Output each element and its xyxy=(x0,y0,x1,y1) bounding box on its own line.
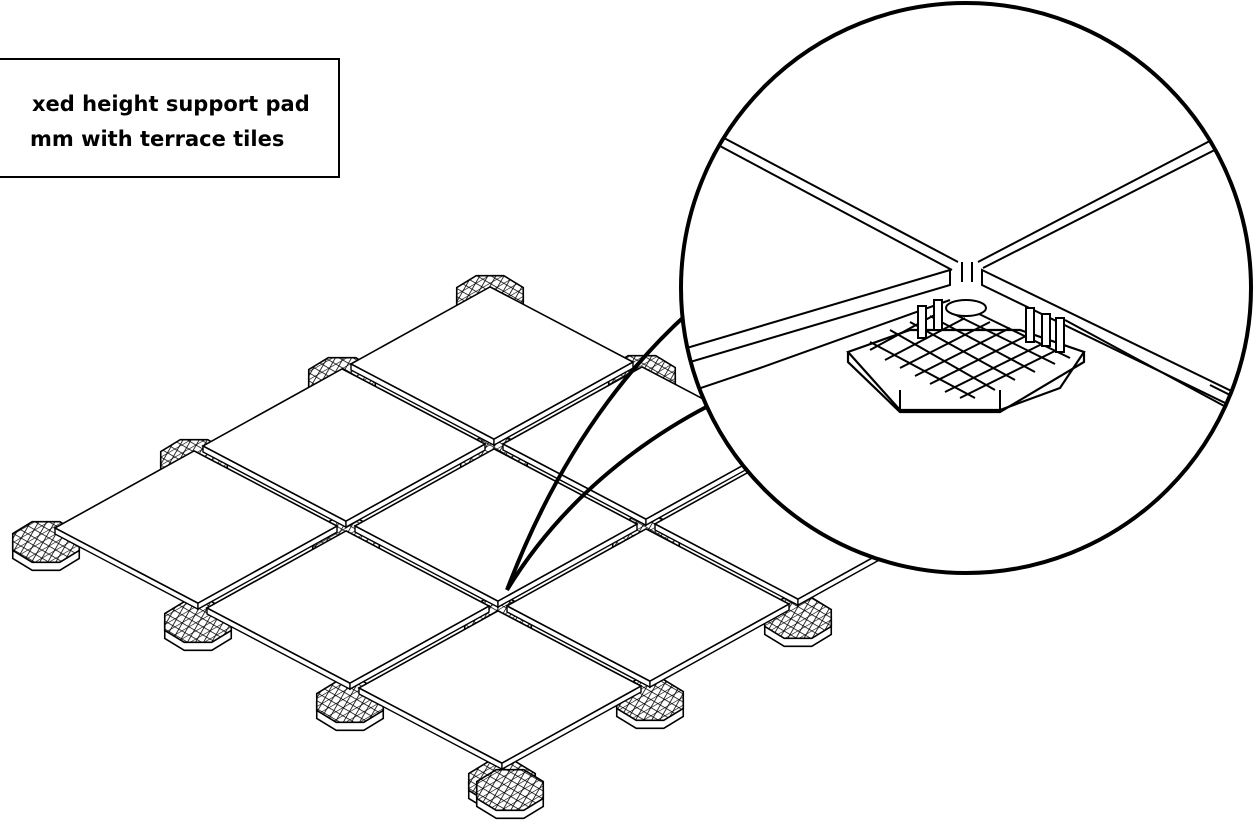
detail-support-pad xyxy=(846,299,1086,414)
terrace-tile xyxy=(357,609,643,771)
terrace-tiles xyxy=(53,285,939,771)
caption-line-1: xed height support pad xyxy=(32,92,310,116)
terrace-tile xyxy=(353,447,639,609)
detail-magnifier xyxy=(679,1,1253,575)
terrace-tile xyxy=(53,449,339,611)
terrace-tile xyxy=(505,527,791,689)
detail-view-content xyxy=(681,119,1251,421)
loose-support-pad xyxy=(475,768,545,820)
caption-box: xed height support pad mm with terrace t… xyxy=(0,58,340,178)
terrace-tile xyxy=(205,529,491,691)
terrace-tile xyxy=(349,285,635,447)
caption-line-2: mm with terrace tiles xyxy=(30,127,285,151)
terrace-tile xyxy=(201,367,487,529)
support-pad-loose xyxy=(475,768,545,820)
